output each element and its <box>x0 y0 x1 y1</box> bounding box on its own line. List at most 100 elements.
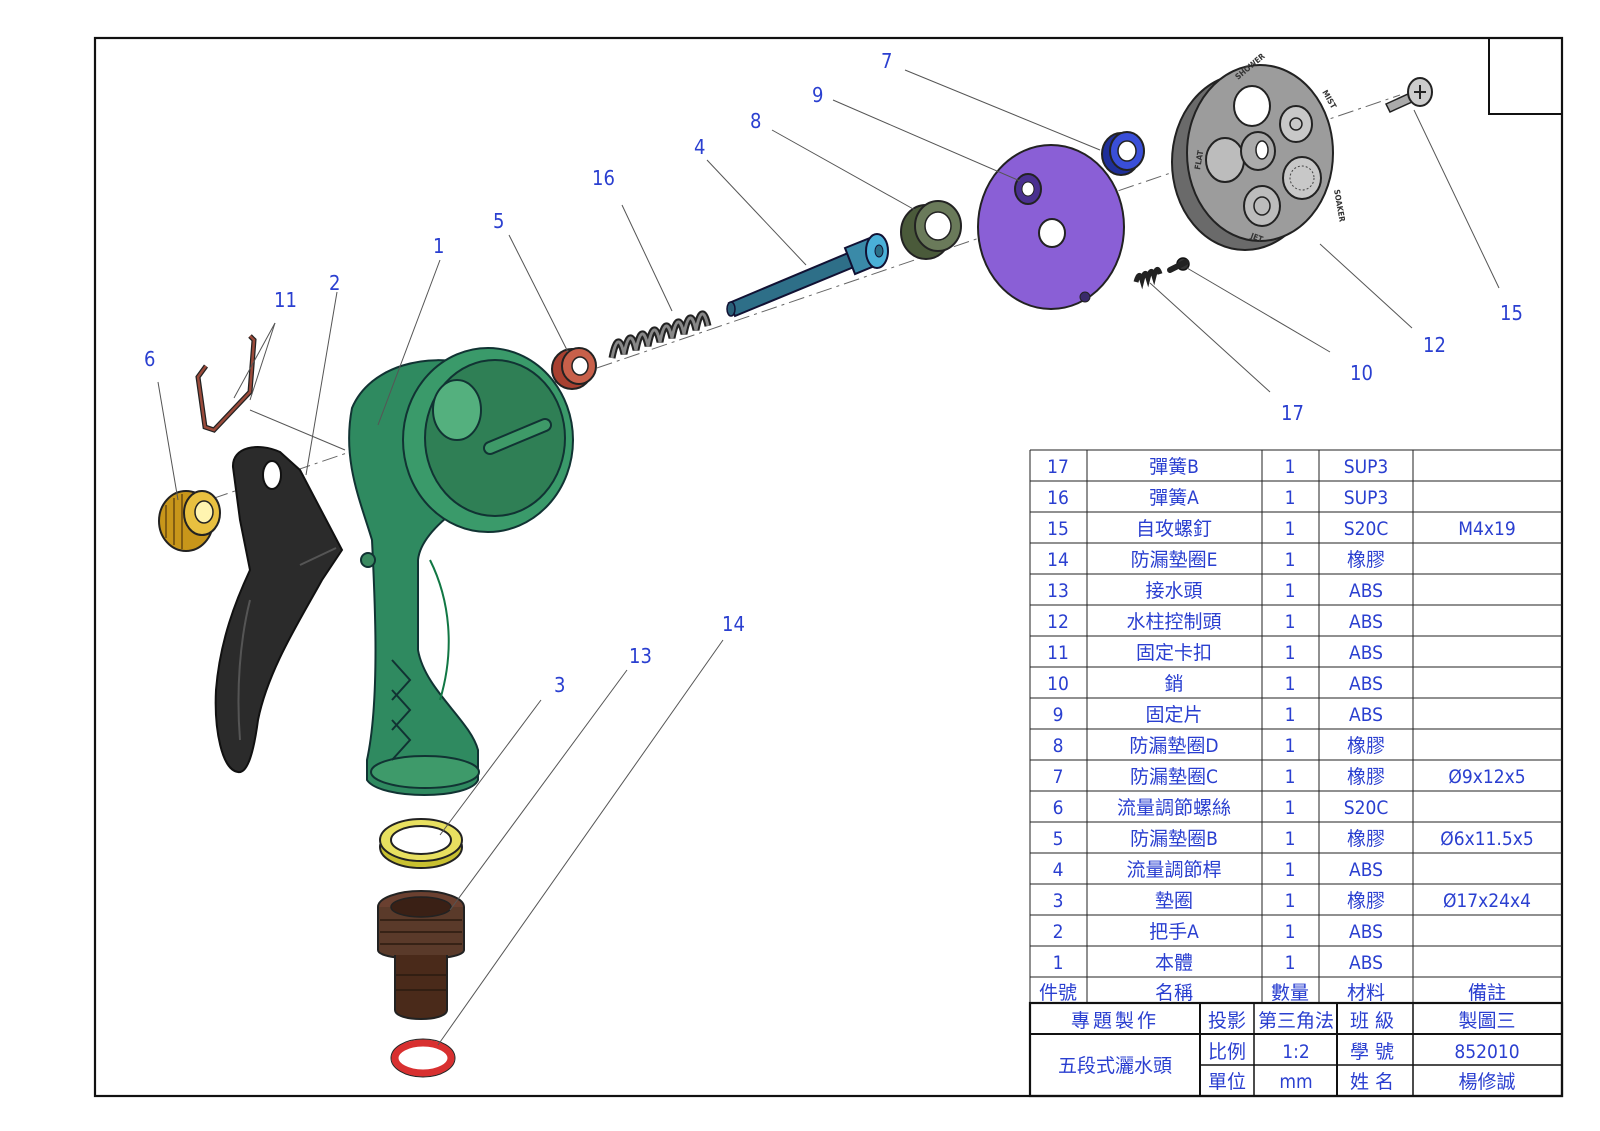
part-5-red-washer <box>551 347 597 390</box>
bom-no: 17 <box>1047 456 1069 478</box>
part-13-connector <box>377 890 465 1020</box>
bom-no: 1 <box>1053 952 1064 974</box>
bom-no: 9 <box>1053 704 1064 726</box>
bom-qty: 1 <box>1285 797 1296 819</box>
bom-name: 自攻螺釘 <box>1136 518 1212 540</box>
bom-row: 17 彈簧B 1 SUP3 <box>1047 456 1388 478</box>
bom-no: 3 <box>1053 890 1064 912</box>
bom-qty: 1 <box>1285 952 1296 974</box>
balloon-labels: 1 2 3 4 5 6 7 8 9 10 11 12 13 14 15 16 1… <box>144 49 1523 697</box>
bom-material: 橡膠 <box>1347 735 1385 757</box>
nozzle-label-soaker: SOAKER <box>1332 189 1347 223</box>
bom-name: 本體 <box>1155 952 1193 974</box>
bom-material: ABS <box>1349 642 1383 664</box>
bom-note: Ø17x24x4 <box>1443 890 1531 912</box>
bom-name: 墊圈 <box>1155 890 1193 912</box>
bom-row: 10 銷 1 ABS <box>1047 673 1383 695</box>
drawing-border <box>93 36 1564 1098</box>
bom-qty: 1 <box>1285 828 1296 850</box>
bom-row: 8 防漏墊圈D 1 橡膠 <box>1053 735 1385 757</box>
bom-no: 14 <box>1047 549 1069 571</box>
bom-name: 防漏墊圈D <box>1129 735 1218 757</box>
balloon-15: 15 <box>1500 301 1523 325</box>
title-block-grid <box>1028 1001 1564 1098</box>
bom-qty: 1 <box>1285 518 1296 540</box>
class-value: 製圖三 <box>1458 1010 1515 1032</box>
bom-name: 水柱控制頭 <box>1126 611 1221 633</box>
bom-name: 彈簧B <box>1149 456 1199 478</box>
bom-name: 把手A <box>1149 921 1199 943</box>
class-label: 班級 <box>1350 1010 1400 1032</box>
part-4-flow-rod <box>726 233 889 318</box>
part-9-plate <box>977 144 1125 310</box>
balloon-9: 9 <box>812 83 823 107</box>
bom-no: 2 <box>1053 921 1064 943</box>
scale-value: 1:2 <box>1282 1041 1310 1063</box>
bom-material: ABS <box>1349 611 1383 633</box>
corner-box <box>1488 37 1563 115</box>
bom-row: 2 把手A 1 ABS <box>1053 921 1383 943</box>
part-11-clip <box>195 334 257 433</box>
bom-no: 15 <box>1047 518 1069 540</box>
bom-no: 10 <box>1047 673 1069 695</box>
bom-row: 12 水柱控制頭 1 ABS <box>1047 611 1383 633</box>
part-12-control-head: SHOWER MIST FLAT JET SOAKER <box>1171 51 1347 251</box>
bom-name: 固定卡扣 <box>1136 642 1212 664</box>
bom-qty: 1 <box>1285 456 1296 478</box>
bom-qty: 1 <box>1285 673 1296 695</box>
bom-header-qty: 數量 <box>1271 982 1309 1004</box>
bom-qty: 1 <box>1285 890 1296 912</box>
bom-header-note: 備註 <box>1468 982 1506 1004</box>
bom-qty: 1 <box>1285 487 1296 509</box>
part-17-spring <box>1133 267 1163 290</box>
balloon-3: 3 <box>554 673 565 697</box>
project-name: 五段式灑水頭 <box>1058 1055 1172 1077</box>
part-7-blue-washer <box>1101 131 1145 176</box>
bom-no: 12 <box>1047 611 1069 633</box>
leader-lines <box>157 69 1500 1046</box>
part-1-body <box>348 347 574 796</box>
balloon-12: 12 <box>1423 333 1446 357</box>
bom-qty: 1 <box>1285 611 1296 633</box>
projection-value: 第三角法 <box>1258 1010 1334 1032</box>
bom-material: 橡膠 <box>1347 766 1385 788</box>
bom-row: 9 固定片 1 ABS <box>1053 704 1383 726</box>
bom-name: 防漏墊圈E <box>1131 549 1218 571</box>
bom-name: 流量調節螺絲 <box>1117 797 1231 819</box>
unit-value: mm <box>1279 1071 1312 1093</box>
bom-name: 流量調節桿 <box>1126 859 1221 881</box>
bom-material: ABS <box>1349 952 1383 974</box>
balloon-10: 10 <box>1350 361 1373 385</box>
bom-no: 8 <box>1053 735 1064 757</box>
balloon-1: 1 <box>433 234 444 258</box>
part-8-olive-washer <box>900 200 962 260</box>
bom-name: 防漏墊圈C <box>1130 766 1218 788</box>
bom-qty: 1 <box>1285 549 1296 571</box>
bom-qty: 1 <box>1285 921 1296 943</box>
bom-no: 13 <box>1047 580 1069 602</box>
bom-rows: 17 彈簧B 1 SUP3 16 彈簧A 1 SUP3 15 自攻螺釘 1 S2… <box>1039 456 1534 1004</box>
bom-material: 橡膠 <box>1347 828 1385 850</box>
bom-header-no: 件號 <box>1039 982 1077 1004</box>
bom-qty: 1 <box>1285 580 1296 602</box>
bom-material: SUP3 <box>1344 456 1389 478</box>
exploded-view: SHOWER MIST FLAT JET SOAKER <box>158 51 1433 1078</box>
project-label: 專題製作 <box>1071 1010 1159 1032</box>
bom-grid <box>1029 449 1562 1096</box>
name-value: 楊修誠 <box>1458 1071 1515 1093</box>
bom-no: 7 <box>1053 766 1064 788</box>
nozzle-label-flat: FLAT <box>1193 150 1205 171</box>
bom-row: 3 墊圈 1 橡膠 Ø17x24x4 <box>1053 890 1531 912</box>
bom-row: 16 彈簧A 1 SUP3 <box>1047 487 1388 509</box>
bom-name: 固定片 <box>1145 704 1202 726</box>
balloon-11: 11 <box>274 288 297 312</box>
bom-no: 11 <box>1047 642 1069 664</box>
bom-no: 4 <box>1053 859 1064 881</box>
bom-table: 17 彈簧B 1 SUP3 16 彈簧A 1 SUP3 15 自攻螺釘 1 S2… <box>1029 449 1562 1096</box>
part-15-screw <box>1384 77 1433 113</box>
part-16-spring <box>608 310 712 359</box>
bom-row: 14 防漏墊圈E 1 橡膠 <box>1047 549 1385 571</box>
part-10-pin <box>1167 257 1190 273</box>
balloon-5: 5 <box>493 209 504 233</box>
part-6-flow-screw <box>158 490 221 552</box>
